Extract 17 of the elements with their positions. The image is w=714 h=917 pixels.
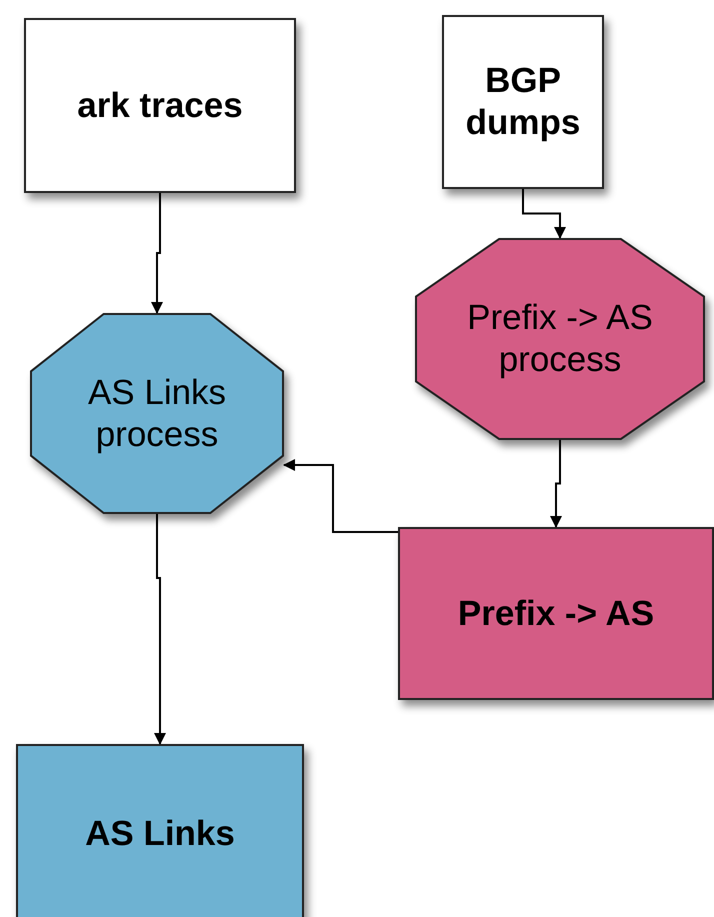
data-source-box: [442, 15, 604, 189]
process-octagon: [30, 313, 284, 514]
node-label: AS Links: [85, 813, 235, 855]
output-box: [16, 744, 304, 917]
arrow: [283, 459, 398, 533]
arrow: [151, 193, 163, 314]
arrow: [522, 189, 566, 239]
node-label: BGP dumps: [464, 60, 582, 144]
arrow: [154, 514, 166, 745]
node-label: Prefix -> AS process: [466, 297, 654, 381]
process-octagon: [415, 238, 705, 440]
node-label: AS Links process: [86, 372, 228, 456]
node-label: ark traces: [77, 84, 243, 126]
output-box: [398, 527, 714, 700]
node-label: Prefix -> AS: [458, 592, 654, 634]
data-source-box: [24, 18, 296, 193]
arrow: [550, 440, 562, 528]
